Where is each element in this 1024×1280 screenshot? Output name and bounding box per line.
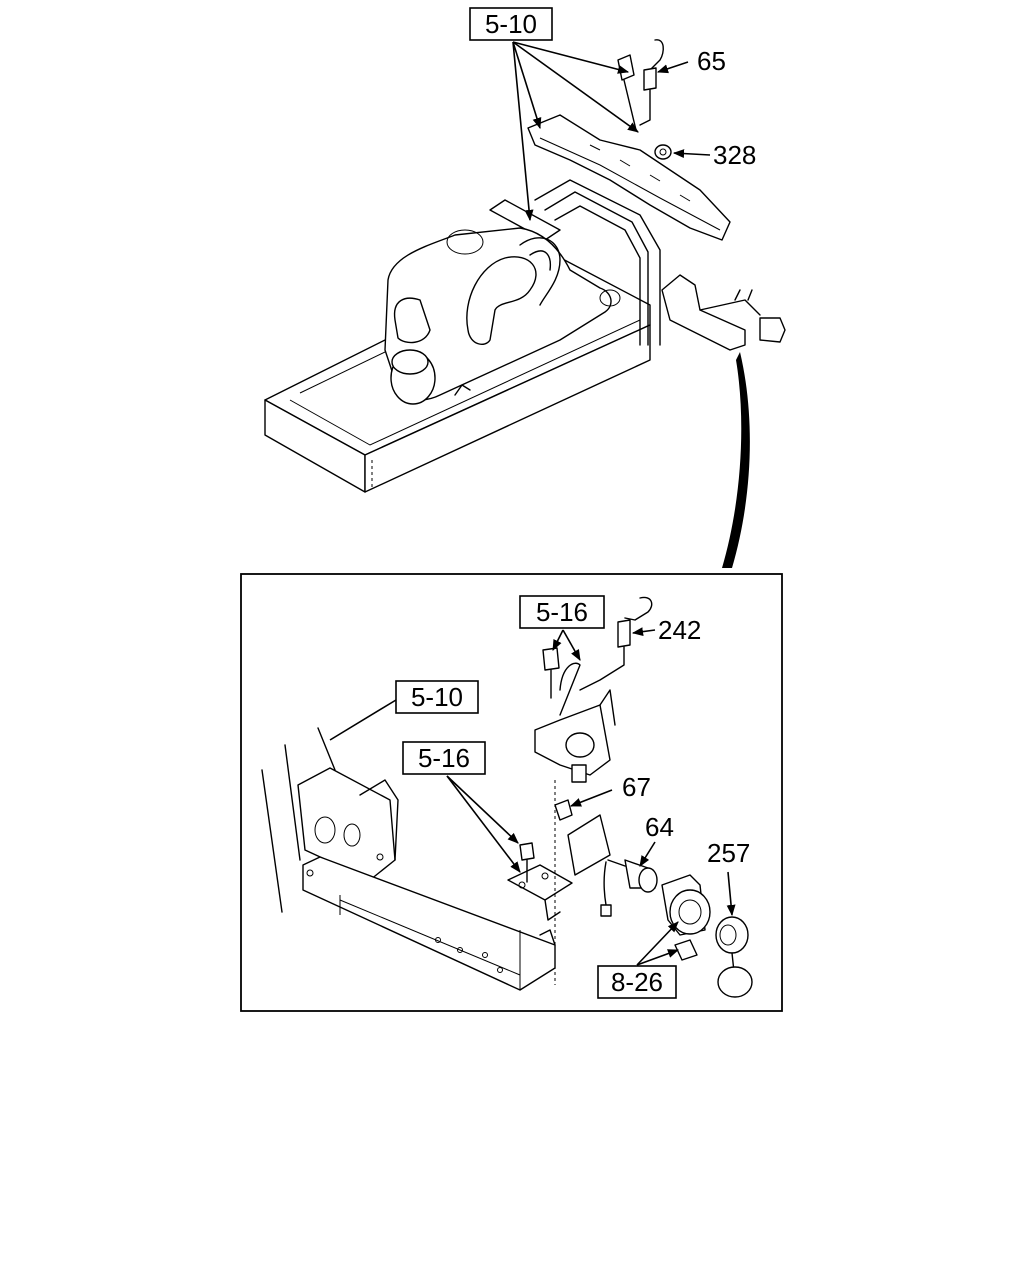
callout-label-67: 67 (622, 772, 651, 802)
callout-label-257: 257 (707, 838, 750, 868)
detail-plate (554, 780, 611, 985)
detail-small-bracket (507, 864, 573, 921)
detail-frame-bracket (261, 727, 556, 991)
callout-328: 328 (672, 140, 756, 170)
callout-label-64: 64 (645, 812, 674, 842)
chassis-frame-assembly (264, 179, 786, 493)
detail-frame (240, 573, 783, 1012)
crossmember (527, 114, 731, 241)
ref-box-5-16-lower: 5-16 (402, 741, 521, 873)
detail-bolt-upper (542, 647, 560, 699)
detail-connector (722, 352, 750, 568)
callout-label-328: 328 (713, 140, 756, 170)
ref-box-5-10-top: 5-10 (469, 7, 639, 222)
ref-box-5-16-upper: 5-16 (519, 595, 605, 661)
part-328-nut (654, 144, 672, 160)
callout-257: 257 (707, 838, 750, 917)
callout-label-65: 65 (697, 46, 726, 76)
callout-64: 64 (639, 812, 674, 867)
ref-label-5-10-top: 5-10 (485, 9, 537, 39)
ref-label-8-26: 8-26 (611, 967, 663, 997)
ref-label-5-16-lower: 5-16 (418, 743, 470, 773)
callout-242: 242 (631, 615, 701, 645)
detail-upper-bracket (534, 662, 616, 783)
callout-label-242: 242 (658, 615, 701, 645)
ref-label-5-10-inset: 5-10 (411, 682, 463, 712)
part-257-cap (715, 916, 753, 998)
ref-box-5-10-inset: 5-10 (329, 680, 479, 741)
part-64-switch (600, 859, 658, 917)
detail-housing (661, 874, 711, 961)
part-67-nut (554, 799, 573, 821)
callout-67: 67 (569, 772, 651, 807)
part-242-sensor (579, 596, 653, 691)
ref-label-5-16-upper: 5-16 (536, 597, 588, 627)
ref-box-8-26: 8-26 (597, 921, 680, 999)
callout-65: 65 (656, 46, 726, 76)
detail-bolt-lower (519, 842, 535, 883)
part-65-sensor (639, 39, 664, 126)
